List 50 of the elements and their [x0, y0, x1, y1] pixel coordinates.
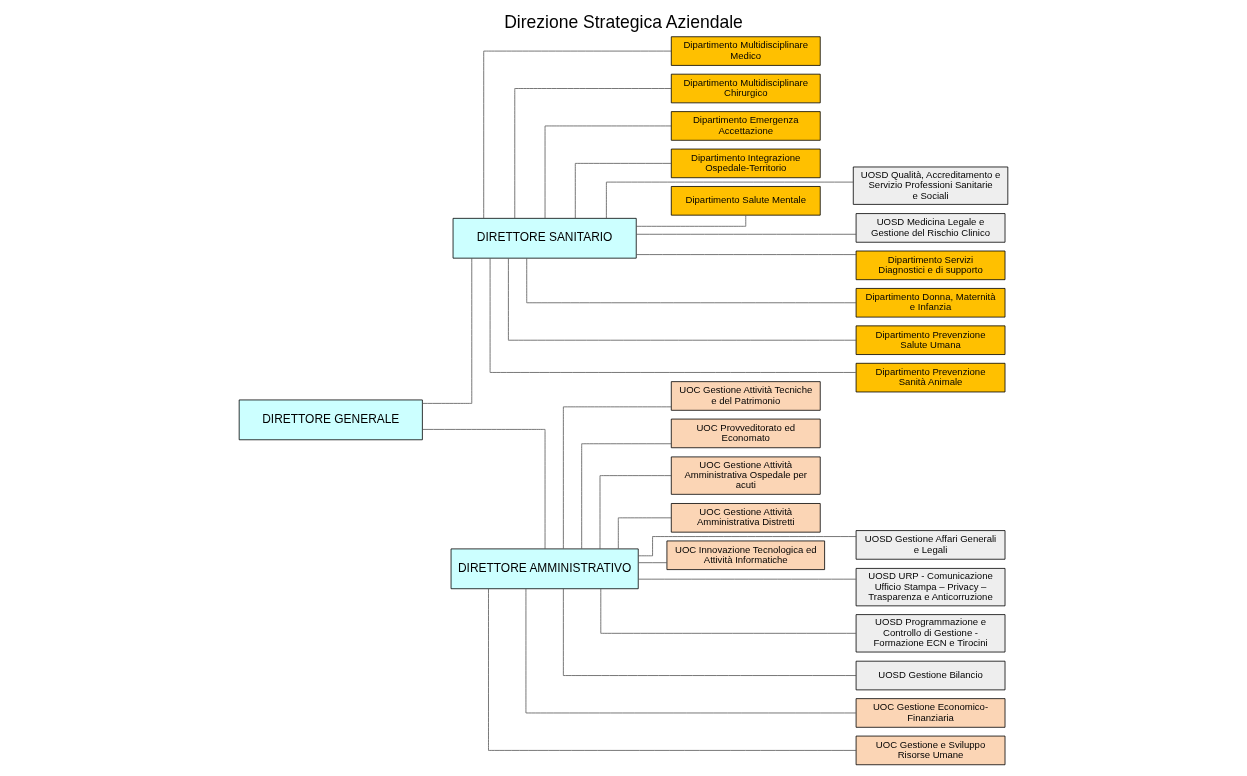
node-box: UOC Innovazione Tecnologica ed Attività Informatiche: [666, 540, 825, 570]
connector: [574, 163, 672, 219]
connector: [422, 429, 546, 550]
node-box: DIRETTORE GENERALE: [238, 399, 423, 441]
connector: [483, 50, 672, 219]
node-box: Dipartimento Multidisciplinare Medico: [670, 36, 821, 66]
connector: [581, 443, 672, 550]
connector: [562, 406, 672, 549]
connector: [635, 254, 857, 255]
node-box: DIRETTORE SANITARIO: [452, 217, 637, 259]
node-box: Dipartimento Multidisciplinare Chirurgico: [670, 73, 821, 104]
node-box: Dipartimento Salute Mentale: [670, 186, 821, 216]
connector: [525, 588, 857, 714]
node-box: UOSD URP - Comunicazione Ufficio Stampa – Privacy – Trasparenza e Anticorruzione: [855, 568, 1006, 607]
node-box: UOSD Medicina Legale e Gestione del Rischio Clinico: [855, 213, 1006, 243]
node-box: UOC Provveditorato ed Economato: [670, 418, 821, 449]
connector: [599, 475, 672, 550]
node-box: Dipartimento Donna, Maternità e Infanzia: [855, 288, 1006, 318]
node-box: UOC Gestione Attività Amministrativa Distretti: [670, 503, 821, 533]
node-box: UOC Gestione Attività Tecniche e del Patrimonio: [670, 381, 821, 411]
node-box: Dipartimento Servizi Diagnostici e di supporto: [855, 250, 1006, 281]
node-box: UOSD Gestione Affari Generali e Legali: [855, 530, 1006, 560]
node-box: Dipartimento Integrazione Ospedale-Territorio: [670, 148, 821, 179]
connector: [600, 588, 857, 634]
connector: [636, 214, 747, 227]
connector: [562, 588, 857, 676]
node-box: Dipartimento Emergenza Accettazione: [670, 111, 821, 141]
connector: [544, 125, 672, 219]
node-box: UOC Gestione Economico-Finanziaria: [855, 698, 1006, 728]
node-box: UOSD Programmazione e Controllo di Gestione - Formazione ECN e Tirocini: [855, 614, 1006, 653]
node-box: DIRETTORE AMMINISTRATIVO: [450, 548, 639, 590]
node-box: Dipartimento Prevenzione Sanità Animale: [855, 362, 1006, 393]
node-box: UOC Gestione Attività Amministrativa Ospedale per acuti: [670, 456, 821, 495]
connector: [638, 562, 668, 564]
connector: [606, 181, 854, 219]
connector: [637, 536, 857, 557]
connector: [508, 258, 857, 341]
diagram-title: Direzione Strategica Aziendale: [504, 12, 743, 33]
connector: [637, 578, 857, 580]
connector: [488, 588, 857, 751]
node-box: UOSD Gestione Bilancio: [855, 660, 1006, 691]
node-box: UOC Gestione e Sviluppo Risorse Umane: [855, 735, 1006, 766]
connector: [422, 257, 473, 404]
node-box: Dipartimento Prevenzione Salute Umana: [855, 325, 1006, 355]
node-box: UOSD Qualità, Accreditamento e Servizio Professioni Sanitarie e Sociali: [852, 166, 1009, 205]
connector: [526, 257, 857, 304]
connector: [617, 517, 672, 550]
connector: [489, 257, 857, 373]
connector: [514, 88, 672, 219]
connector: [635, 233, 857, 235]
